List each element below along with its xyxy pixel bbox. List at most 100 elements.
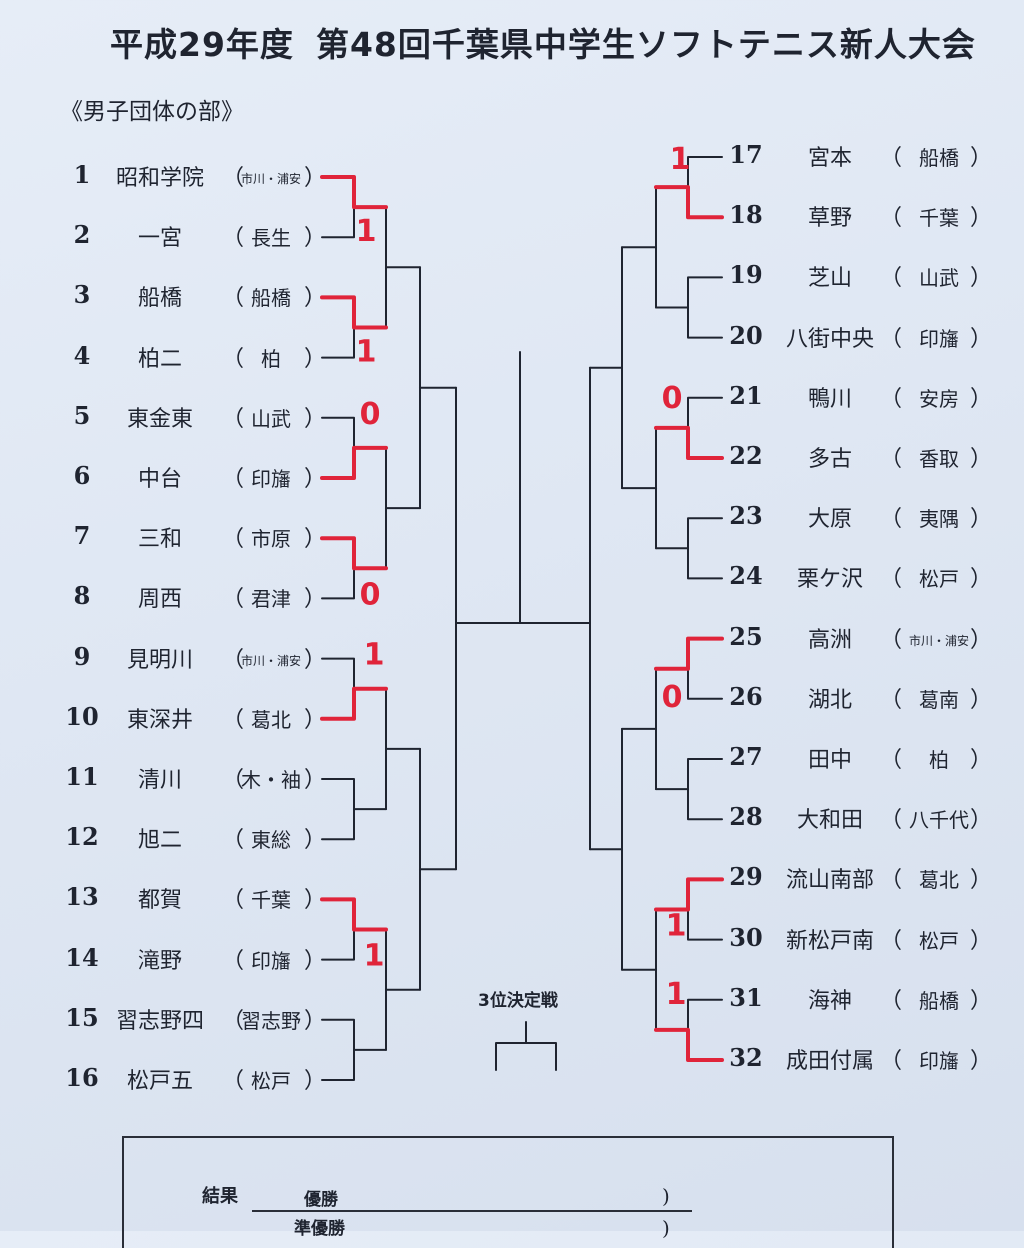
paren-close: ） [970,507,993,533]
team-area: 木・袖 [241,768,301,792]
results-label: 結果 [202,1186,238,1207]
team-name: 柏二 [137,346,182,372]
team-number: 4 [73,340,91,370]
team-name: 中台 [137,467,182,492]
paren-open: （ [222,527,245,553]
team-number: 3 [73,280,91,310]
paren-open: （ [880,507,903,533]
team-area: 印旛 [919,1049,959,1073]
team-number: 11 [65,762,99,791]
team-number: 17 [729,140,763,169]
paren-close: ） [970,808,993,834]
team-name: 周西 [137,587,182,613]
team-name: 都賀 [137,888,182,914]
paren-close: ） [304,1008,327,1034]
team-name: 海神 [807,988,852,1014]
team-area: 船橋 [919,146,959,170]
handwritten-score: 1 [670,142,691,177]
team-area: 八千代 [909,808,969,833]
team-area: 松戸 [251,1069,291,1093]
bracket-line [321,898,355,961]
paren-close: ） [970,988,993,1014]
handwritten-score: 0 [360,577,381,612]
winner-highlight [654,425,724,460]
page-title: 平成29年度第48回千葉県中学生ソフトテニス新人大会 [110,18,976,66]
team-area: 印旛 [251,467,291,491]
paren-close: ） [304,346,327,372]
team-number: 23 [729,501,763,531]
paren-close: ） [304,647,327,673]
team-number: 16 [65,1063,99,1092]
paren-open: （ [222,888,245,914]
team-area: 安房 [919,386,959,411]
team-number: 1 [73,160,91,189]
paren-open: （ [880,808,903,834]
team-area: 東総 [251,828,291,853]
paren-close: ） [970,447,993,472]
handwritten-score: 1 [364,638,385,673]
handwritten-score: 1 [666,977,687,1012]
team-number: 18 [729,200,763,230]
winner-highlight [320,686,388,721]
bracket-line [687,276,723,339]
paren-close: ） [970,567,993,593]
paren-close: ） [304,1069,327,1094]
paren-close: ） [970,868,993,894]
team-name: 栗ケ沢 [796,567,863,593]
bracket-line [321,778,355,841]
title-event: 第48回千葉県中学生ソフトテニス新人大会 [315,25,976,64]
paren-open: （ [880,928,903,954]
paren-close: ） [970,326,993,352]
paren-open: （ [222,406,245,432]
handwritten-score: 0 [662,680,683,715]
paren-close: ） [970,1049,993,1074]
handwritten-score: 1 [356,214,377,249]
team-area: 柏 [261,346,281,371]
team-number: 6 [73,461,91,490]
team-number: 5 [73,400,91,430]
paren-open: （ [880,748,903,773]
paren-open: （ [880,1049,903,1074]
paren-close: ） [304,948,327,974]
team-number: 22 [729,441,763,470]
bracket-line [687,517,723,580]
bracket-line [687,758,723,821]
paren-open: （ [222,707,245,733]
winner-highlight [654,877,724,912]
team-name: 見明川 [126,647,193,673]
paren-close: ） [970,928,993,954]
team-name: 芝山 [807,266,852,292]
handwritten-score: 0 [662,381,683,416]
team-area: 市原 [251,527,291,552]
team-name: 松戸五 [126,1069,193,1094]
winner-highlight [654,636,724,671]
paren-open: （ [880,868,903,894]
paren-open: （ [222,1008,245,1034]
paren-open: （ [222,346,245,372]
bracket-line [495,1042,557,1071]
paren-close: ） [970,627,993,653]
team-area: 葛北 [919,868,959,893]
bracket-line [321,296,355,359]
paren-close: ） [304,226,327,252]
team-number: 12 [65,822,99,852]
paren-open: （ [222,948,245,974]
paren-close: ） [970,206,993,232]
team-name: 高洲 [807,627,852,653]
paren-close: ） [304,406,327,432]
winner-highlight [320,445,388,480]
paren-close: ） [304,828,327,854]
winner-label: 優勝 [304,1190,338,1210]
team-number: 15 [65,1002,99,1032]
